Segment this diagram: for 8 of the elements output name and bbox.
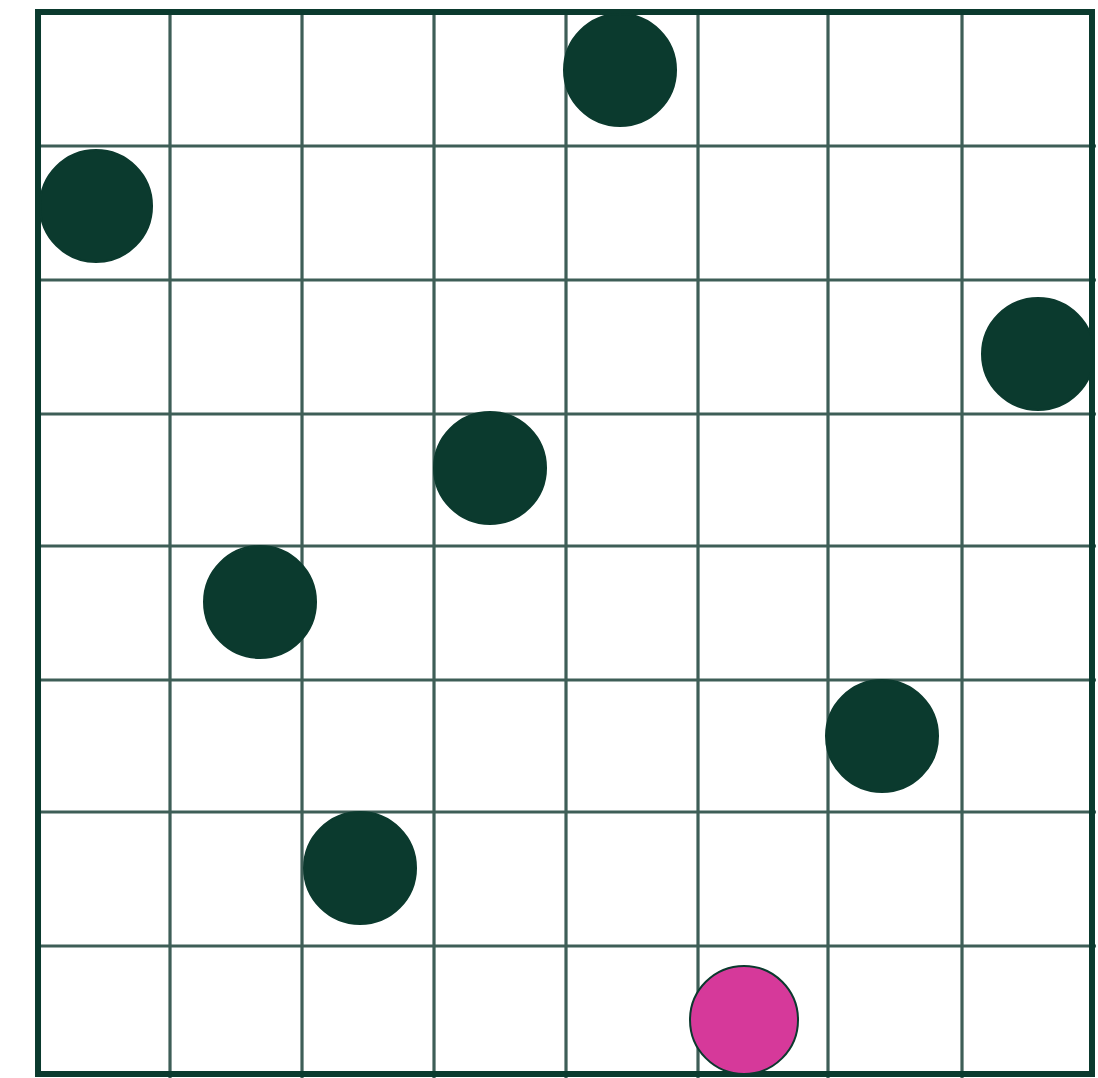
game-piece <box>203 545 317 659</box>
game-piece <box>825 679 939 793</box>
game-piece <box>39 149 153 263</box>
game-piece <box>563 13 677 127</box>
game-piece <box>303 811 417 925</box>
game-piece <box>689 965 799 1075</box>
game-piece <box>433 411 547 525</box>
game-piece <box>981 297 1095 411</box>
